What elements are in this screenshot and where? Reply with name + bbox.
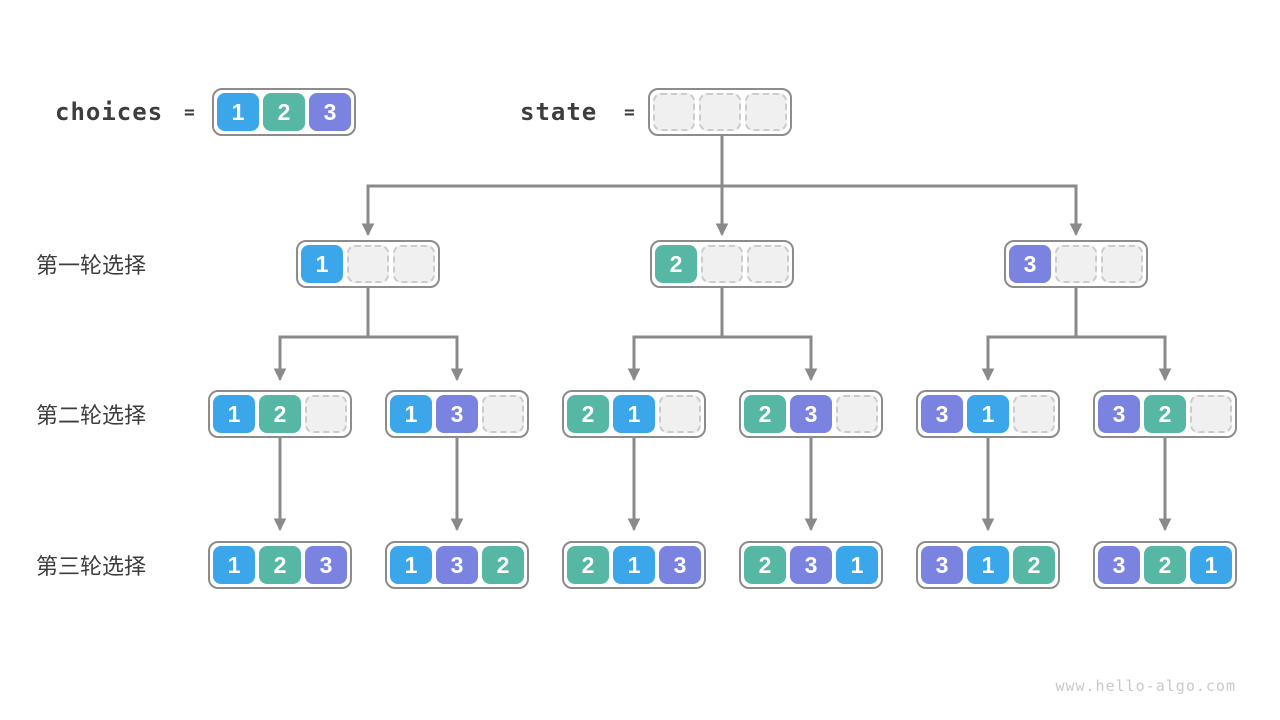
cell-choice-2: 2 [567,546,609,584]
cell-empty [347,245,389,283]
cell-choice-2: 2 [1013,546,1055,584]
cell-empty [1190,395,1232,433]
cell-choice-3: 3 [790,395,832,433]
cell-empty [745,93,787,131]
state-variable-label: state [520,98,598,126]
cell-empty [836,395,878,433]
cell-empty [1055,245,1097,283]
cell-choice-3: 3 [436,546,478,584]
cell-choice-3: 3 [1009,245,1051,283]
cell-choice-1: 1 [967,546,1009,584]
cell-choice-3: 3 [659,546,701,584]
cell-choice-2: 2 [655,245,697,283]
cell-choice-3: 3 [921,546,963,584]
state-equals-sign: = [624,101,635,123]
cell-choice-3: 3 [436,395,478,433]
cell-empty [701,245,743,283]
cell-choice-1: 1 [390,395,432,433]
cell-choice-3: 3 [309,93,351,131]
cell-empty [653,93,695,131]
cell-empty [747,245,789,283]
cell-choice-1: 1 [217,93,259,131]
cell-choice-1: 1 [213,546,255,584]
cell-choice-2: 2 [259,395,301,433]
cell-choice-3: 3 [921,395,963,433]
cell-empty [482,395,524,433]
cell-choice-1: 1 [301,245,343,283]
cell-empty [305,395,347,433]
cell-choice-1: 1 [390,546,432,584]
cell-empty [1013,395,1055,433]
cell-choice-2: 2 [744,395,786,433]
round-3-label: 第三轮选择 [36,554,147,579]
cell-choice-2: 2 [482,546,524,584]
cell-choice-3: 3 [305,546,347,584]
cell-choice-2: 2 [263,93,305,131]
state-root-box [648,88,792,136]
cell-choice-1: 1 [1190,546,1232,584]
round-1-label: 第一轮选择 [36,253,147,278]
cell-empty [659,395,701,433]
tree-edges [273,134,1172,532]
cell-choice-3: 3 [1098,395,1140,433]
cell-empty [1101,245,1143,283]
cell-choice-1: 1 [213,395,255,433]
cell-choice-1: 1 [613,546,655,584]
cell-choice-3: 3 [790,546,832,584]
cell-choice-2: 2 [259,546,301,584]
cell-choice-3: 3 [1098,546,1140,584]
cell-choice-1: 1 [613,395,655,433]
state-box-round1-3: 3 [1004,240,1148,288]
cell-choice-2: 2 [1144,395,1186,433]
choices-variable-label: choices [55,98,164,126]
cell-choice-2: 2 [1144,546,1186,584]
watermark-url: www.hello-algo.com [1055,677,1236,695]
state-box-round1-1: 1 [296,240,440,288]
cell-choice-1: 1 [836,546,878,584]
round-2-label: 第二轮选择 [36,403,147,428]
choices-equals-sign: = [184,101,195,123]
cell-choice-2: 2 [744,546,786,584]
cell-empty [393,245,435,283]
state-box-round1-2: 2 [650,240,794,288]
cell-choice-1: 1 [967,395,1009,433]
cell-empty [699,93,741,131]
cell-choice-2: 2 [567,395,609,433]
